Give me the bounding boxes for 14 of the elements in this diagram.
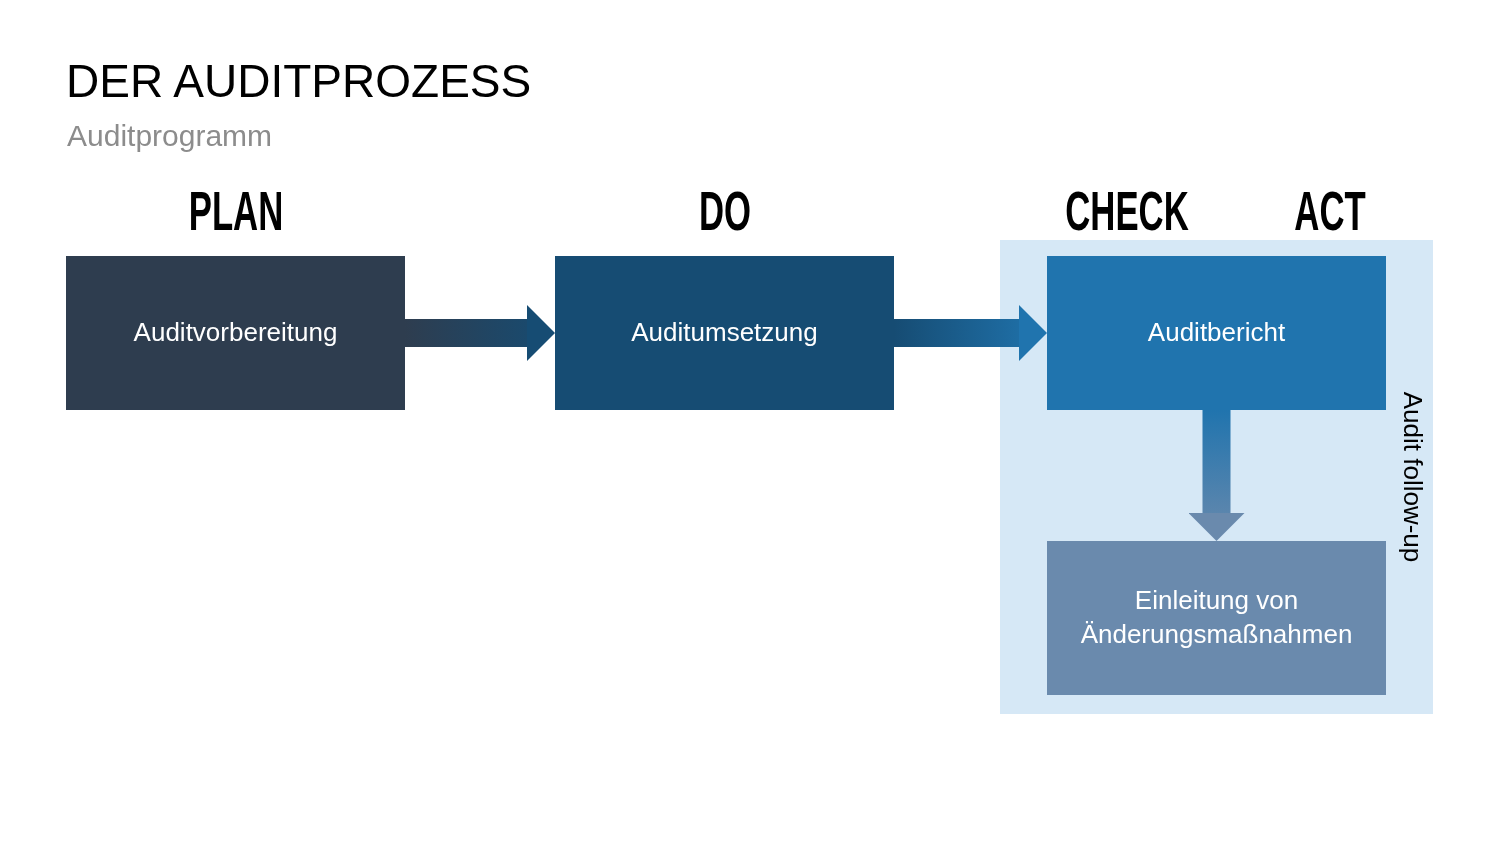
subtitle: Auditprogramm (67, 118, 273, 154)
phase-heading: ACT (1294, 186, 1366, 236)
phase-heading: CHECK (1065, 186, 1189, 236)
arrow (894, 305, 1047, 361)
step-label: Auditbericht (1147, 316, 1286, 350)
step-label: Auditumsetzung (631, 316, 818, 350)
arrow (1188, 410, 1245, 541)
step-label: Auditvorbereitung (133, 316, 338, 350)
phase-heading: PLAN (188, 186, 283, 236)
diagram-title: DER AUDITPROZESS (66, 54, 532, 109)
phase-heading: DO (698, 186, 751, 236)
step-label: Einleitung von Änderungsmaßnahmen (1079, 584, 1354, 651)
arrow (405, 305, 555, 361)
panel-label: Audit follow-up (1397, 391, 1428, 563)
